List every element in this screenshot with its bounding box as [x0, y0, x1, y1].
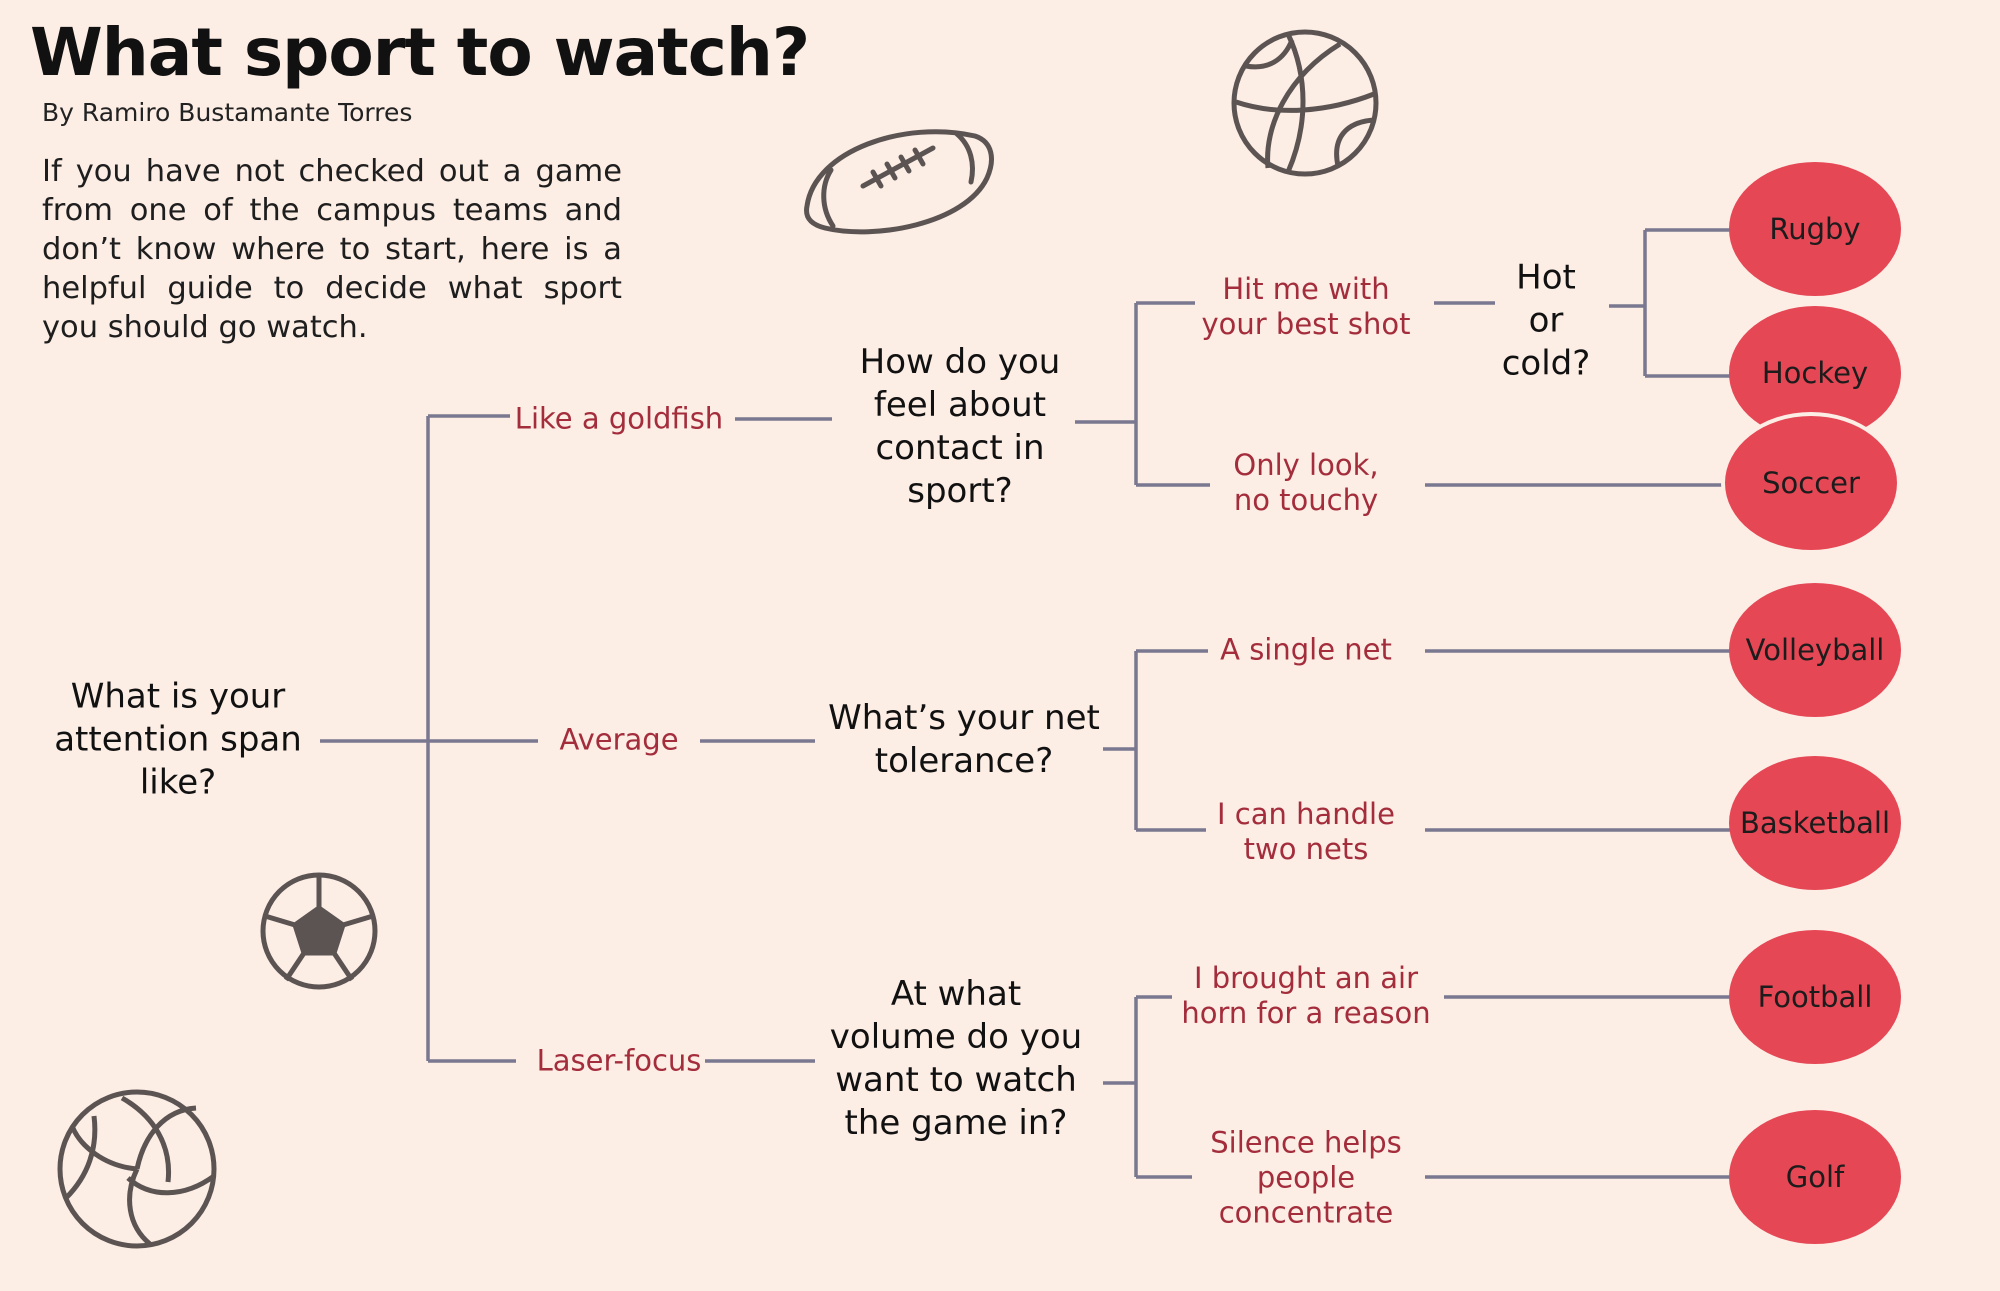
- result-label: Football: [1757, 980, 1873, 1014]
- result-label: Soccer: [1762, 466, 1860, 500]
- question-volume: At what volume do you want to watch the …: [830, 973, 1082, 1145]
- soccer-ball-icon: [260, 872, 378, 990]
- question-line: How do you: [859, 342, 1061, 382]
- question-net-tolerance: What’s your net tolerance?: [828, 697, 1100, 783]
- question-line: contact in: [875, 428, 1045, 468]
- question-hot-or-cold: Hot or cold?: [1502, 257, 1591, 386]
- answer-line: your best shot: [1201, 307, 1411, 341]
- american-football-icon: [804, 129, 994, 235]
- answer-silence-helps: Silence helps people concentrate: [1210, 1126, 1402, 1231]
- result-basketball: Basketball: [1729, 756, 1901, 890]
- question-line: At what: [890, 974, 1022, 1014]
- question-contact-in-sport: How do you feel about contact in sport?: [860, 341, 1061, 513]
- answer-line: A single net: [1220, 632, 1392, 667]
- result-label: Rugby: [1769, 212, 1861, 246]
- answer-line: Silence helps: [1210, 1125, 1402, 1160]
- root-question-line: like?: [139, 762, 217, 803]
- root-question-line: attention span: [54, 719, 302, 760]
- answer-line: people: [1256, 1160, 1356, 1195]
- result-soccer: Soccer: [1721, 412, 1901, 554]
- question-line: What’s your net: [828, 698, 1100, 738]
- answer-line: Only look,: [1233, 448, 1379, 482]
- answer-line: I brought an air: [1193, 961, 1419, 995]
- answer-line: two nets: [1243, 832, 1369, 866]
- result-label: Basketball: [1739, 806, 1891, 840]
- answer-i-can-handle-two-nets: I can handle two nets: [1217, 797, 1395, 867]
- result-golf: Golf: [1729, 1110, 1901, 1244]
- result-label: Volleyball: [1745, 633, 1885, 667]
- answer-line: Hit me with: [1222, 272, 1390, 306]
- intro-paragraph: If you have not checked out a game from …: [42, 154, 622, 345]
- answer-like-a-goldfish: Like a goldfish: [514, 401, 724, 436]
- result-rugby: Rugby: [1729, 162, 1901, 296]
- question-line: the game in?: [844, 1103, 1068, 1143]
- result-label: Golf: [1785, 1160, 1845, 1194]
- question-line: feel about: [873, 385, 1047, 425]
- answer-line: horn for a reason: [1181, 996, 1431, 1030]
- answer-only-look-no-touchy: Only look, no touchy: [1233, 448, 1378, 518]
- answer-hit-me-with-your-best-shot: Hit me with your best shot: [1202, 272, 1411, 342]
- question-line: tolerance?: [874, 741, 1054, 781]
- answer-a-single-net: A single net: [1220, 633, 1392, 668]
- answer-line: I can handle: [1217, 797, 1395, 831]
- answer-average: Average: [559, 722, 679, 757]
- answer-line: concentrate: [1218, 1195, 1394, 1230]
- author-byline: By Ramiro Bustamante Torres: [42, 98, 413, 127]
- result-hockey: Hockey: [1729, 306, 1901, 440]
- question-line: Hot: [1516, 257, 1576, 298]
- question-line: want to watch: [835, 1060, 1077, 1100]
- page-title: What sport to watch?: [30, 14, 810, 91]
- question-line: cold?: [1501, 343, 1591, 384]
- root-question: What is your attention span like?: [54, 676, 302, 805]
- question-line: sport?: [907, 471, 1013, 511]
- root-question-line: What is your: [70, 676, 286, 717]
- answer-air-horn: I brought an air horn for a reason: [1181, 961, 1430, 1031]
- result-football: Football: [1729, 930, 1901, 1064]
- basketball-icon: [1231, 29, 1379, 177]
- result-volleyball: Volleyball: [1729, 583, 1901, 717]
- result-label: Hockey: [1761, 356, 1869, 390]
- volleyball-icon: [57, 1089, 217, 1249]
- question-line: volume do you: [829, 1017, 1083, 1057]
- answer-laser-focus: Laser-focus: [536, 1043, 702, 1078]
- answer-line: no touchy: [1233, 483, 1379, 517]
- question-line: or: [1528, 300, 1564, 341]
